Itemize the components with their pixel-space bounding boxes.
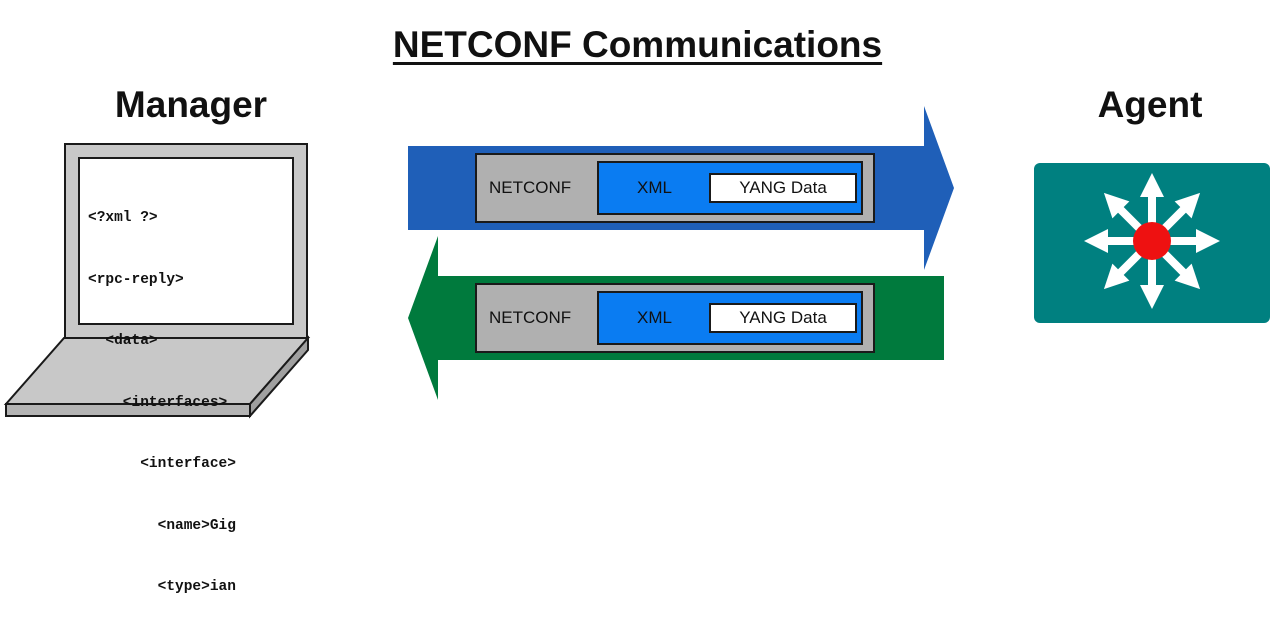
- code-line: <type>ian: [88, 579, 236, 595]
- xml-label: XML: [637, 308, 672, 327]
- xml-label: XML: [637, 178, 672, 197]
- manager-laptop: <?xml ?> <rpc-reply> <data> <interfaces>…: [0, 130, 330, 595]
- code-line: <interface>: [88, 456, 236, 472]
- code-line: <?xml ?>: [88, 210, 158, 226]
- diagram-title: NETCONF Communications: [392, 24, 883, 65]
- yang-data-box: YANG Data: [709, 173, 857, 203]
- manager-heading: Manager: [114, 84, 268, 125]
- laptop-base-icon: [3, 335, 311, 419]
- code-line: <data>: [88, 333, 158, 349]
- agent-device: [1034, 163, 1270, 323]
- request-packet: NETCONF XML YANG Data: [475, 153, 875, 223]
- code-line: <interfaces>: [88, 394, 228, 411]
- netconf-label: NETCONF: [489, 178, 572, 197]
- xml-layer: XML YANG Data: [597, 291, 863, 345]
- agent-heading: Agent: [1097, 84, 1203, 125]
- code-line: <name>Gig: [88, 517, 236, 534]
- code-line: <rpc-reply>: [88, 271, 184, 288]
- reply-packet: NETCONF XML YANG Data: [475, 283, 875, 353]
- multilayer-switch-icon: [1084, 173, 1220, 309]
- netconf-label: NETCONF: [489, 308, 572, 327]
- yang-data-box: YANG Data: [709, 303, 857, 333]
- xml-layer: XML YANG Data: [597, 161, 863, 215]
